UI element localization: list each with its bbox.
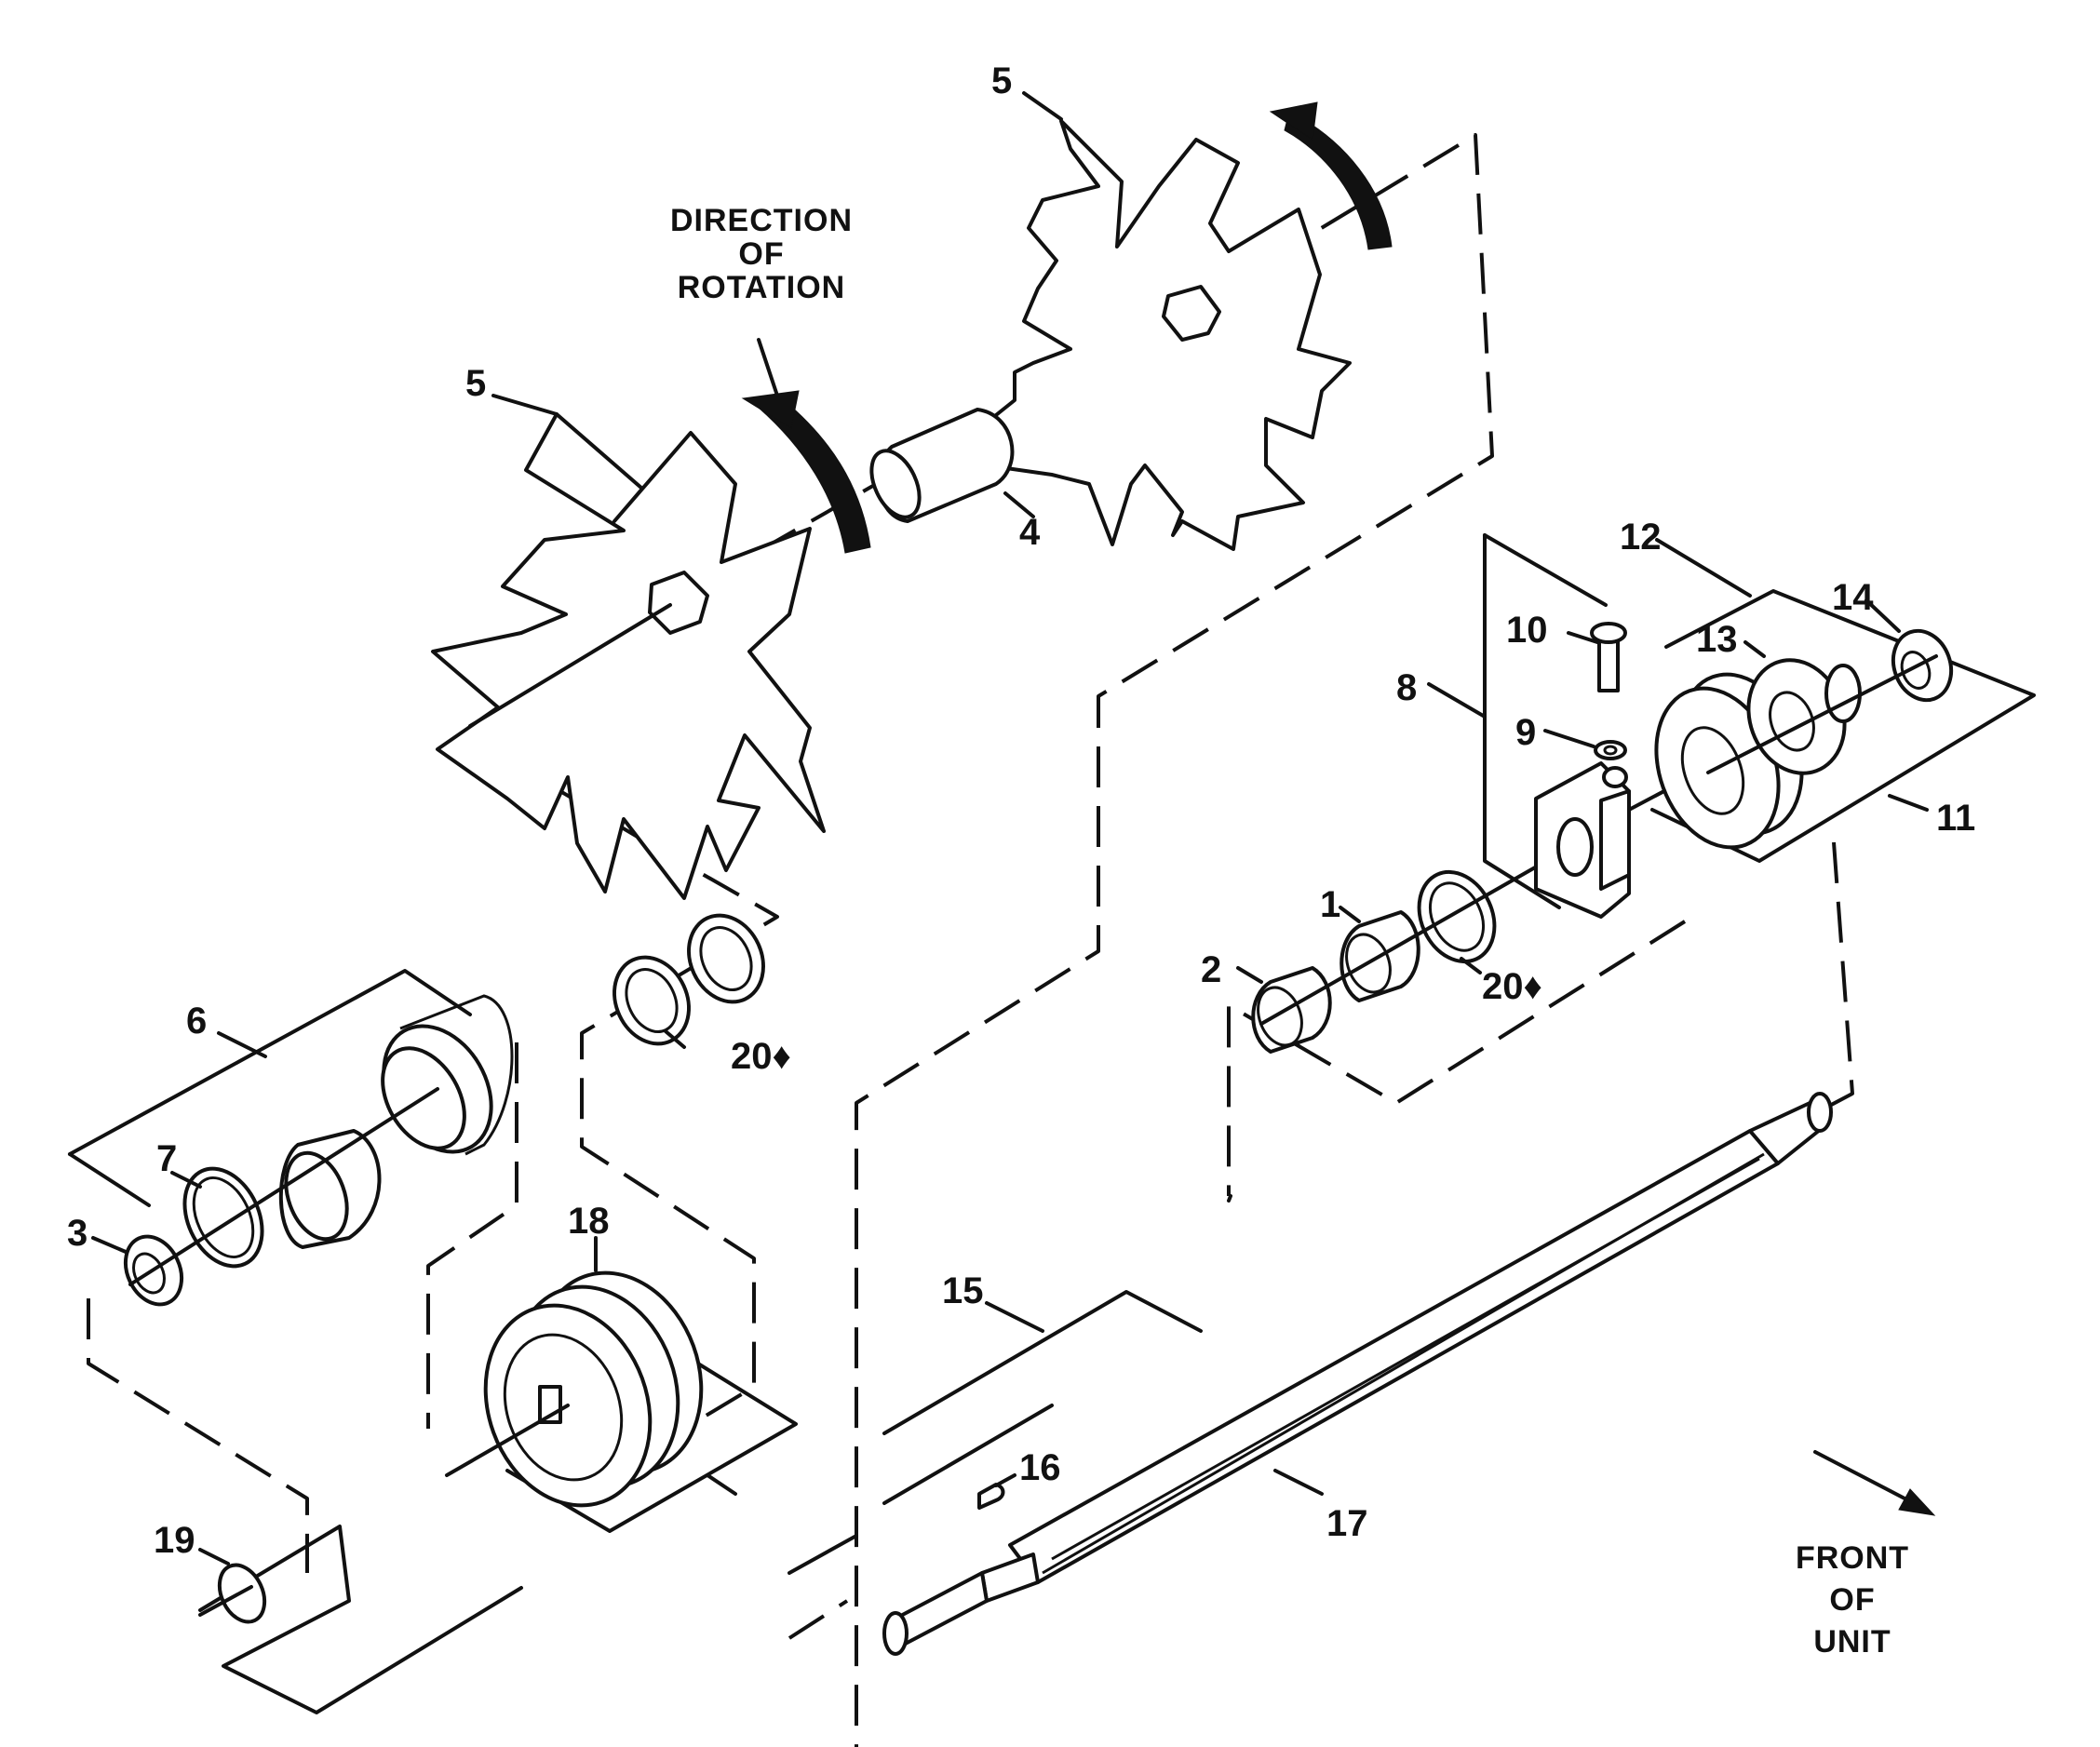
- callout-20-left: 20♦: [731, 1036, 791, 1077]
- assembly-center-lines: [87, 133, 1854, 1747]
- callout-5-right: 5: [991, 60, 1012, 101]
- ball-bearing-13: [1746, 658, 1862, 775]
- callout-3: 3: [67, 1213, 88, 1254]
- star-wheel-right: [966, 119, 1352, 551]
- callout-5-left: 5: [465, 363, 486, 404]
- rotation-note-line-3: ROTATION: [678, 270, 846, 305]
- callout-16: 16: [1019, 1447, 1061, 1488]
- shim-right: [1417, 869, 1497, 964]
- callout-14: 14: [1832, 577, 1874, 618]
- key-16: [977, 1483, 1005, 1510]
- front-note-line-3: UNIT: [1813, 1624, 1891, 1660]
- shaft: [882, 1092, 1833, 1656]
- bearing-housing: [381, 994, 514, 1156]
- callout-2: 2: [1201, 949, 1221, 990]
- pulley: [445, 1270, 704, 1508]
- spacer-tube: [869, 408, 1015, 523]
- callout-19: 19: [154, 1520, 195, 1561]
- cap-screw-10: [1590, 622, 1627, 692]
- snap-ring-7: [182, 1166, 264, 1269]
- bushing-2: [1251, 966, 1332, 1054]
- callout-6: 6: [186, 1001, 207, 1041]
- rotation-note-line-2: OF: [738, 236, 784, 272]
- front-arrow: [1813, 1450, 1936, 1516]
- rotation-note-line-1: DIRECTION: [670, 203, 853, 238]
- callout-7: 7: [156, 1138, 177, 1179]
- retaining-ring-19: [198, 1563, 267, 1624]
- callout-12: 12: [1620, 517, 1662, 558]
- front-note: FRONT OF UNIT: [1796, 1540, 1909, 1660]
- shims-left: [612, 913, 765, 1046]
- callout-18: 18: [568, 1201, 610, 1242]
- callout-20-right: 20♦: [1482, 966, 1542, 1007]
- callout-13: 13: [1696, 619, 1738, 660]
- callout-1: 1: [1320, 884, 1340, 925]
- bearing-block: [1534, 761, 1631, 919]
- washer-9: [1594, 740, 1627, 760]
- callout-4: 4: [1019, 512, 1041, 553]
- callout-10: 10: [1506, 610, 1548, 651]
- front-note-line-2: OF: [1829, 1582, 1875, 1618]
- callout-9: 9: [1515, 712, 1536, 753]
- callout-8: 8: [1396, 667, 1417, 708]
- leader-lines: [91, 91, 1929, 1566]
- rotation-arrows: [741, 101, 1393, 554]
- callout-17: 17: [1326, 1503, 1368, 1544]
- front-note-line-1: FRONT: [1796, 1540, 1909, 1576]
- bearing: [278, 1129, 382, 1249]
- callout-labels: 5 5 4 6 7 3 18 19 20♦ 15 16 17 2 1 20♦ 8…: [67, 60, 1975, 1561]
- collar-14: [1891, 628, 1954, 703]
- star-wheel-left: [431, 412, 826, 900]
- callout-11: 11: [1936, 798, 1975, 839]
- rotation-note: DIRECTION OF ROTATION: [670, 203, 853, 305]
- callout-15: 15: [942, 1270, 984, 1311]
